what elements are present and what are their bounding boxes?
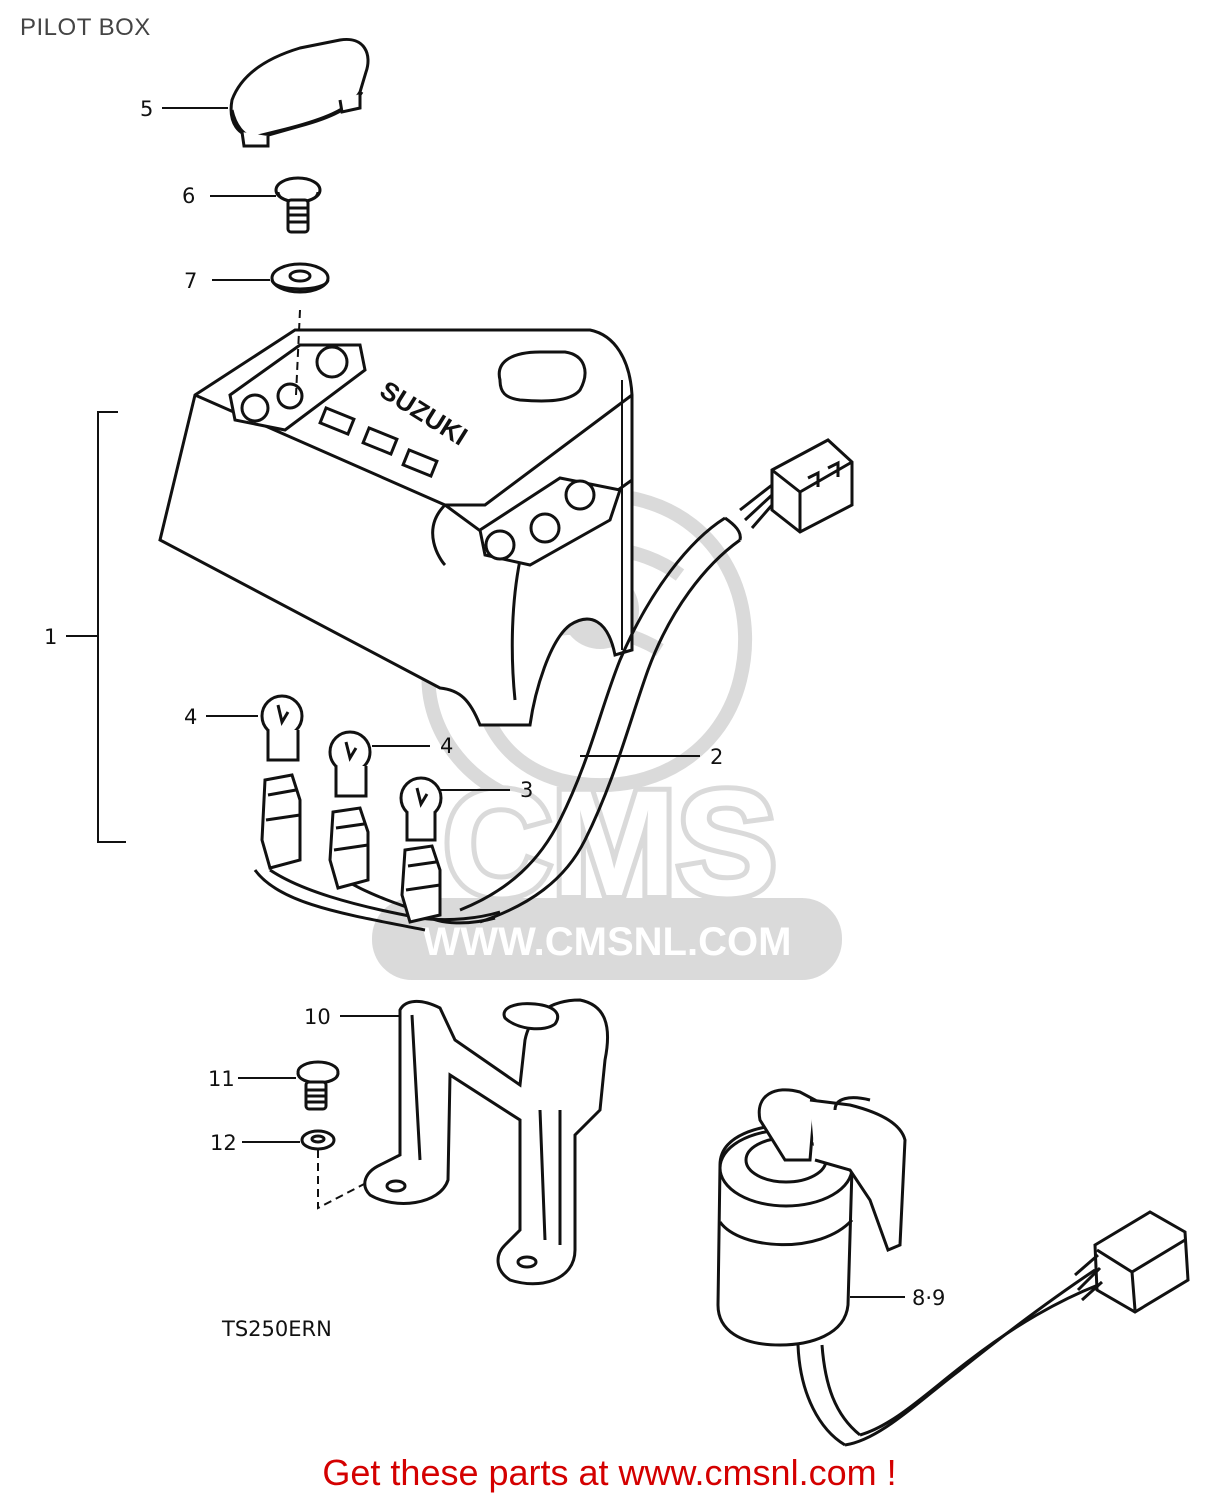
part-bracket-10 [363, 998, 609, 1286]
callout-2: 2 [710, 745, 723, 769]
socket-4b [328, 806, 370, 890]
part-washer-7 [270, 262, 330, 294]
callout-5: 5 [140, 97, 153, 121]
callout-11: 11 [208, 1067, 235, 1091]
callout-6: 6 [182, 184, 195, 208]
callout-7: 7 [184, 269, 197, 293]
part-ignition-switch-8-9 [716, 1088, 1190, 1447]
part-washer-12 [300, 1129, 336, 1151]
bulb-4b [328, 730, 372, 798]
model-code-label: TS250ERN [221, 1317, 332, 1341]
callout-1: 1 [44, 625, 57, 649]
callout-8-9: 8·9 [912, 1286, 945, 1310]
part-pilot-box-1 [158, 328, 634, 727]
part-cap-5 [229, 38, 370, 148]
watermark-url: WWW.CMSNL.COM [423, 920, 792, 964]
callout-10: 10 [304, 1005, 331, 1029]
get-parts-link[interactable]: Get these parts at www.cmsnl.com ! [322, 1452, 897, 1493]
leader-lines [66, 108, 905, 1298]
socket-4a [260, 773, 302, 870]
callout-4a: 4 [184, 705, 197, 729]
part-screw-6 [274, 176, 322, 234]
callout-3: 3 [520, 778, 533, 802]
callout-12: 12 [210, 1131, 237, 1155]
page-title: PILOT BOX [20, 14, 151, 41]
callout-4b: 4 [440, 734, 453, 758]
bulb-4a [260, 694, 304, 762]
watermark-logo: CMS [443, 759, 776, 927]
part-screw-11 [296, 1060, 340, 1111]
bulb-3 [399, 776, 443, 842]
socket-3 [400, 844, 442, 924]
